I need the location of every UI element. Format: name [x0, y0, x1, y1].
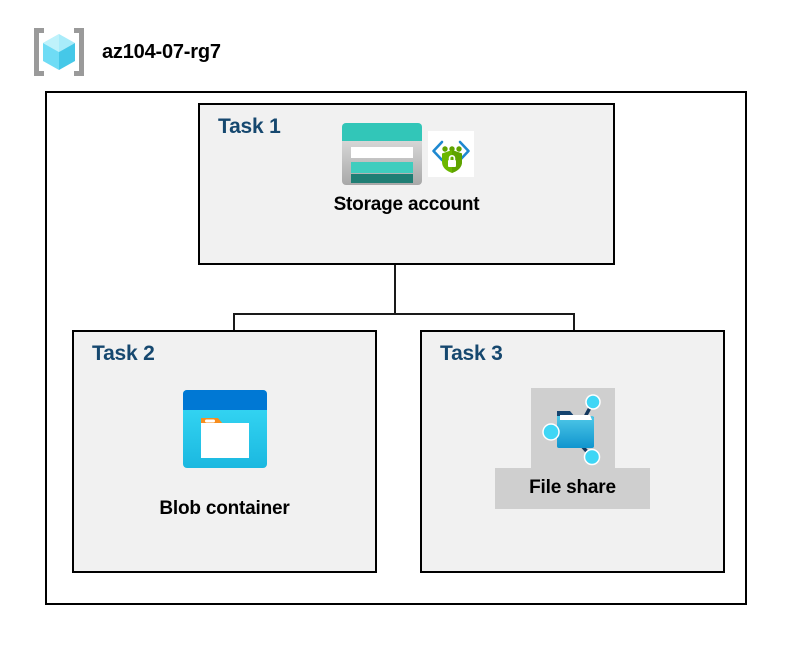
task-label-3: Task 3 — [440, 342, 503, 365]
storage-account-caption: Storage account — [333, 194, 480, 215]
connector-storage-stem — [394, 236, 396, 314]
file-share-icon — [534, 391, 612, 469]
resource-group-icon — [30, 24, 88, 80]
blob-container-icon — [181, 388, 269, 470]
blob-container-caption: Blob container — [159, 498, 290, 519]
task-label-2: Task 2 — [92, 342, 155, 365]
node-file-share[interactable]: File share — [420, 388, 725, 509]
connector-horizontal-bus — [233, 313, 575, 315]
file-share-selection-plate — [530, 388, 615, 472]
node-storage-account[interactable]: Storage account — [198, 118, 615, 216]
task-label-1: Task 1 — [218, 115, 281, 138]
secure-endpoint-shield-icon — [427, 131, 474, 177]
storage-account-icon-row — [340, 118, 474, 190]
storage-account-icon — [340, 121, 424, 187]
file-share-caption: File share — [529, 477, 616, 498]
file-share-caption-plate: File share — [495, 468, 650, 509]
resource-group-name: az104-07-rg7 — [102, 40, 221, 63]
task-box-2[interactable]: Task 2 — [72, 330, 377, 573]
node-blob-container[interactable]: Blob container — [72, 388, 377, 520]
resource-group-header: az104-07-rg7 — [30, 24, 221, 80]
